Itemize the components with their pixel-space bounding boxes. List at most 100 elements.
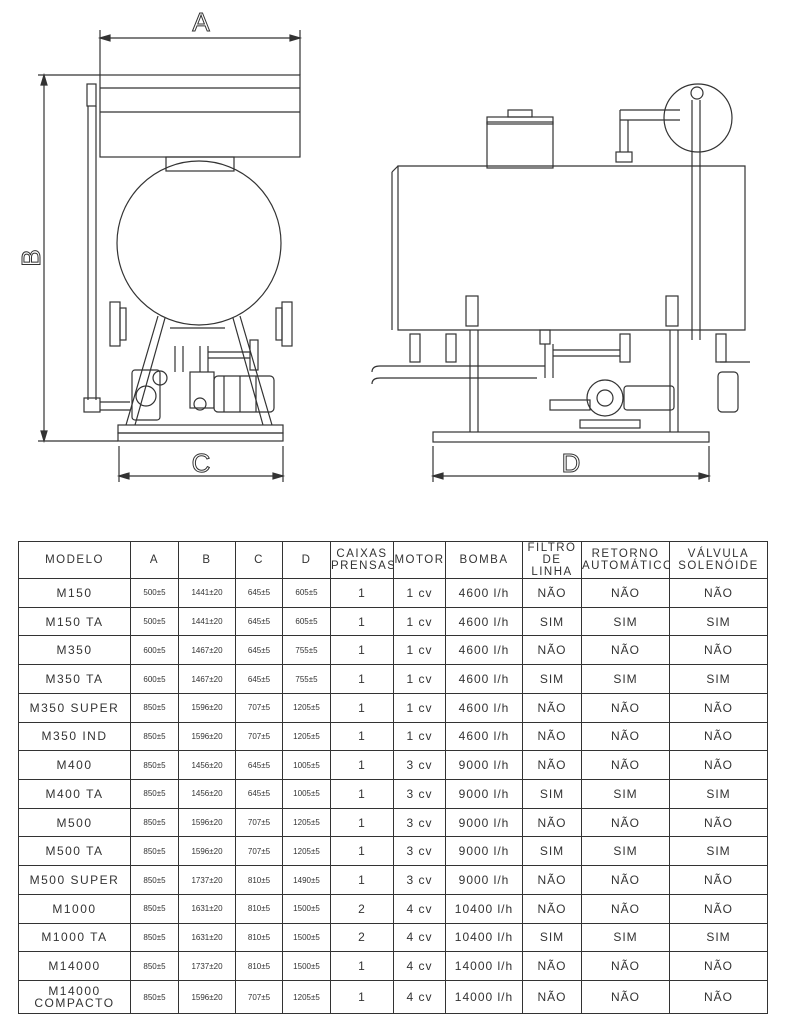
cell-valvula: NÃO bbox=[669, 865, 768, 895]
cell-b: 1467±20 bbox=[178, 664, 236, 694]
cell-a: 850±5 bbox=[130, 721, 179, 752]
cell-model: M14000 COMPACTO bbox=[18, 980, 131, 1014]
header-caixas-prensas: CAIXAS PRENSAS bbox=[330, 541, 394, 579]
header-modelo: MODELO bbox=[18, 541, 131, 579]
cell-c: 810±5 bbox=[235, 951, 283, 982]
cell-bomba: 4600 l/h bbox=[445, 664, 523, 694]
cell-a: 850±5 bbox=[130, 779, 179, 809]
cell-model: M350 IND bbox=[18, 721, 131, 752]
cell-retorno: NÃO bbox=[581, 980, 670, 1014]
cell-c: 810±5 bbox=[235, 865, 283, 895]
cell-b: 1456±20 bbox=[178, 779, 236, 809]
cell-bomba: 9000 l/h bbox=[445, 750, 523, 781]
cell-a: 500±5 bbox=[130, 578, 179, 608]
cell-caixas: 1 bbox=[330, 865, 394, 895]
cell-model: M500 SUPER bbox=[18, 865, 131, 895]
header-a: A bbox=[130, 541, 179, 579]
cell-filtro: NÃO bbox=[522, 893, 582, 924]
table-header-row: MODELO A B C D CAIXAS PRENSAS MOTOR BOMB… bbox=[18, 541, 768, 579]
dim-label-d: D bbox=[562, 448, 581, 478]
cell-d: 755±5 bbox=[282, 664, 331, 694]
side-view bbox=[371, 83, 750, 482]
cell-retorno: NÃO bbox=[581, 893, 670, 924]
cell-valvula: SIM bbox=[669, 606, 768, 637]
cell-d: 1500±5 bbox=[282, 922, 331, 953]
cell-d: 755±5 bbox=[282, 635, 331, 666]
cell-valvula: NÃO bbox=[669, 721, 768, 752]
cell-c: 707±5 bbox=[235, 721, 283, 752]
cell-a: 850±5 bbox=[130, 807, 179, 838]
cell-filtro: NÃO bbox=[522, 721, 582, 752]
cell-model: M350 TA bbox=[18, 664, 131, 694]
cell-model: M1000 bbox=[18, 893, 131, 924]
header-valvula-solenoide: VÁLVULA SOLENÓIDE bbox=[669, 541, 768, 579]
cell-retorno: NÃO bbox=[581, 721, 670, 752]
dim-label-a: A bbox=[192, 7, 210, 37]
cell-caixas: 1 bbox=[330, 578, 394, 608]
cell-filtro: SIM bbox=[522, 664, 582, 694]
cell-d: 1490±5 bbox=[282, 865, 331, 895]
cell-b: 1441±20 bbox=[178, 578, 236, 608]
cell-a: 850±5 bbox=[130, 692, 179, 723]
cell-filtro: SIM bbox=[522, 922, 582, 953]
cell-c: 645±5 bbox=[235, 578, 283, 608]
cell-valvula: NÃO bbox=[669, 578, 768, 608]
cell-d: 1500±5 bbox=[282, 951, 331, 982]
cell-model: M350 bbox=[18, 635, 131, 666]
cell-c: 707±5 bbox=[235, 980, 283, 1014]
cell-caixas: 1 bbox=[330, 606, 394, 637]
cell-c: 707±5 bbox=[235, 692, 283, 723]
cell-bomba: 9000 l/h bbox=[445, 836, 523, 867]
cell-model: M500 bbox=[18, 807, 131, 838]
cell-c: 645±5 bbox=[235, 779, 283, 809]
cell-caixas: 2 bbox=[330, 893, 394, 924]
cell-retorno: NÃO bbox=[581, 578, 670, 608]
header-retorno-automatico: RETORNO AUTOMÁTICO bbox=[581, 541, 670, 579]
cell-caixas: 1 bbox=[330, 779, 394, 809]
specs-table: MODELO A B C D CAIXAS PRENSAS MOTOR BOMB… bbox=[18, 541, 768, 1014]
cell-motor: 4 cv bbox=[393, 980, 446, 1014]
cell-motor: 3 cv bbox=[393, 836, 446, 867]
cell-caixas: 1 bbox=[330, 836, 394, 867]
cell-a: 850±5 bbox=[130, 893, 179, 924]
cell-model: M400 TA bbox=[18, 779, 131, 809]
cell-d: 605±5 bbox=[282, 606, 331, 637]
cell-motor: 1 cv bbox=[393, 578, 446, 608]
cell-b: 1631±20 bbox=[178, 893, 236, 924]
cell-filtro: SIM bbox=[522, 606, 582, 637]
cell-motor: 4 cv bbox=[393, 951, 446, 982]
cell-b: 1596±20 bbox=[178, 721, 236, 752]
cell-filtro: NÃO bbox=[522, 750, 582, 781]
cell-valvula: NÃO bbox=[669, 951, 768, 982]
technical-drawing: A B C D bbox=[16, 7, 750, 482]
cell-retorno: SIM bbox=[581, 606, 670, 637]
cell-b: 1441±20 bbox=[178, 606, 236, 637]
cell-filtro: SIM bbox=[522, 779, 582, 809]
cell-b: 1596±20 bbox=[178, 807, 236, 838]
cell-motor: 1 cv bbox=[393, 635, 446, 666]
cell-bomba: 4600 l/h bbox=[445, 578, 523, 608]
cell-d: 1205±5 bbox=[282, 721, 331, 752]
cell-a: 850±5 bbox=[130, 922, 179, 953]
cell-c: 645±5 bbox=[235, 664, 283, 694]
cell-model: M150 TA bbox=[18, 606, 131, 637]
cell-a: 850±5 bbox=[130, 750, 179, 781]
cell-b: 1456±20 bbox=[178, 750, 236, 781]
cell-bomba: 9000 l/h bbox=[445, 779, 523, 809]
cell-model: M400 bbox=[18, 750, 131, 781]
header-motor: MOTOR bbox=[393, 541, 446, 579]
cell-valvula: SIM bbox=[669, 664, 768, 694]
cell-bomba: 10400 l/h bbox=[445, 893, 523, 924]
cell-c: 810±5 bbox=[235, 893, 283, 924]
cell-motor: 1 cv bbox=[393, 692, 446, 723]
cell-b: 1737±20 bbox=[178, 951, 236, 982]
cell-motor: 4 cv bbox=[393, 922, 446, 953]
